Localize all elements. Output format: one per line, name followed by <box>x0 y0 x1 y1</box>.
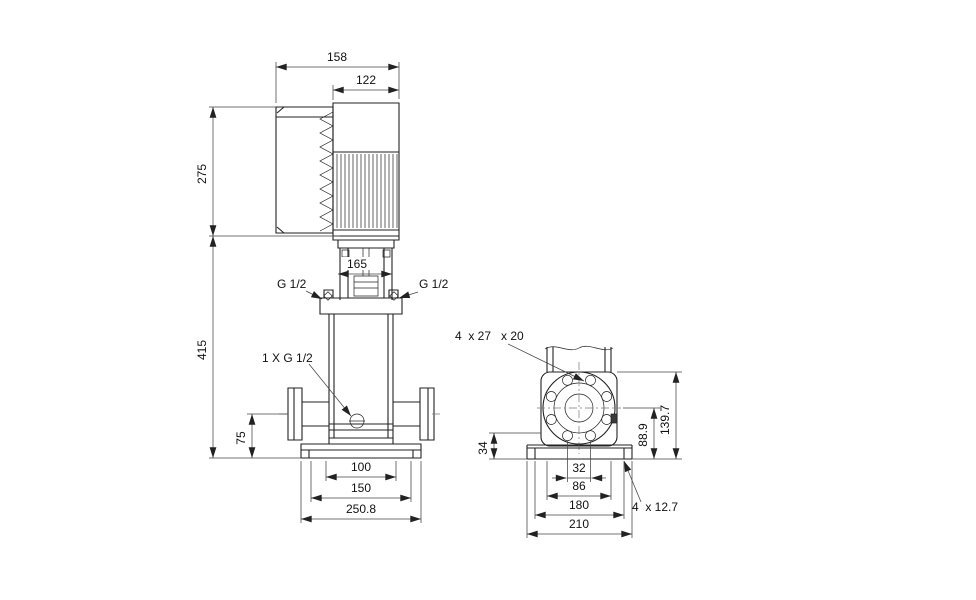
dim-250-8: 250.8 <box>300 461 422 523</box>
converter-fins <box>319 111 334 232</box>
dim-88-9: 88.9 <box>623 407 682 460</box>
dim-34-ext <box>489 432 541 460</box>
drain-label-group: 1 X G 1/2 <box>262 351 352 417</box>
dim-150: 150 <box>310 461 412 502</box>
base-hole-spec: 4 x 12.7 <box>623 460 678 514</box>
dim-180-label: 180 <box>569 498 589 512</box>
dim-250-8-ext <box>300 461 422 523</box>
dim-86-label: 86 <box>572 479 586 493</box>
port-plug-right-icon <box>389 291 399 301</box>
side-view: 158 122 275 415 75 1 <box>195 50 449 523</box>
dim-210: 210 <box>526 461 633 538</box>
dim-139-7-label: 139.7 <box>658 405 672 435</box>
dim-415-label: 415 <box>195 340 209 360</box>
dim-100: 100 <box>325 460 397 481</box>
port-right-label: G 1/2 <box>419 277 449 291</box>
dim-150-label: 150 <box>351 481 371 495</box>
dim-100-label: 100 <box>351 460 371 474</box>
dim-75-label: 75 <box>234 431 248 445</box>
end-body <box>540 371 618 447</box>
dim-34-label: 34 <box>476 441 490 455</box>
end-centerlines <box>537 362 621 454</box>
bolt-hole <box>545 391 557 402</box>
bolt-hole <box>562 430 573 442</box>
stool-bolts <box>341 249 391 258</box>
dim-158: 158 <box>275 50 400 103</box>
port-plug-left-icon <box>323 291 333 301</box>
converter-box <box>275 106 334 234</box>
dim-32-label: 32 <box>572 461 586 475</box>
dim-122: 122 <box>332 73 399 100</box>
dim-32-ext <box>567 441 591 482</box>
dim-210-label: 210 <box>569 517 589 531</box>
dim-275: 275 <box>195 106 340 237</box>
bolt-hole <box>601 414 613 425</box>
end-view: 4 x 27 x 20 34 88.9 139.7 32 <box>455 329 682 538</box>
port-plugs <box>323 291 399 301</box>
dim-165-label-bg <box>341 257 373 270</box>
port-left-label: G 1/2 <box>277 277 307 291</box>
dim-34: 34 <box>476 432 541 460</box>
dim-139-7: 139.7 <box>617 371 682 459</box>
base-hole-spec-leader <box>623 460 642 503</box>
bolt-hole <box>585 430 596 442</box>
dim-210-ext <box>526 461 633 538</box>
dim-32: 32 <box>552 441 606 482</box>
port-right-leader <box>398 291 419 299</box>
flange-right <box>419 387 435 441</box>
dim-275-ext <box>209 106 340 237</box>
drain-label: 1 X G 1/2 <box>262 351 313 365</box>
dim-275-label: 275 <box>195 164 209 184</box>
port-pipes <box>302 401 420 427</box>
dim-165: 165 <box>338 257 392 278</box>
dim-158-ext <box>275 62 400 103</box>
dim-75: 75 <box>234 413 288 458</box>
pump-base <box>300 437 422 459</box>
flange-bolt-holes <box>545 374 613 442</box>
port-left-leader <box>305 290 323 300</box>
bolt-hole <box>545 414 557 425</box>
bolt-hole <box>585 374 596 386</box>
drain-leader <box>308 363 352 417</box>
dim-86: 86 <box>546 461 612 500</box>
dim-250-8-label: 250.8 <box>346 502 376 516</box>
motor-body <box>332 102 400 241</box>
drain-plug <box>349 413 365 429</box>
cylinder-break-line <box>544 345 614 351</box>
flange-bolt-spec-leader <box>507 343 585 382</box>
flange-bolt-spec: 4 x 27 x 20 <box>455 329 585 382</box>
coupling <box>353 275 379 297</box>
dim-158-label: 158 <box>327 50 347 64</box>
dim-88-9-label: 88.9 <box>636 423 650 447</box>
end-base <box>526 444 633 460</box>
chamber-sleeve <box>328 313 394 439</box>
port-label-left: G 1/2 <box>277 277 323 300</box>
cylinder-walls <box>546 347 612 372</box>
base-hole-spec-label: 4 x 12.7 <box>632 500 678 514</box>
motor-fins <box>336 154 398 228</box>
flange-bolt-spec-label: 4 x 27 x 20 <box>455 329 524 343</box>
side-boss <box>610 413 618 424</box>
flange-left <box>287 387 303 441</box>
dim-122-label: 122 <box>356 73 376 87</box>
dim-165-label: 165 <box>347 257 367 271</box>
port-label-right: G 1/2 <box>398 277 449 299</box>
bolt-hole <box>601 391 613 402</box>
bolt-hole <box>562 374 573 386</box>
dim-415: 415 <box>195 236 301 459</box>
pump-head <box>319 289 403 315</box>
